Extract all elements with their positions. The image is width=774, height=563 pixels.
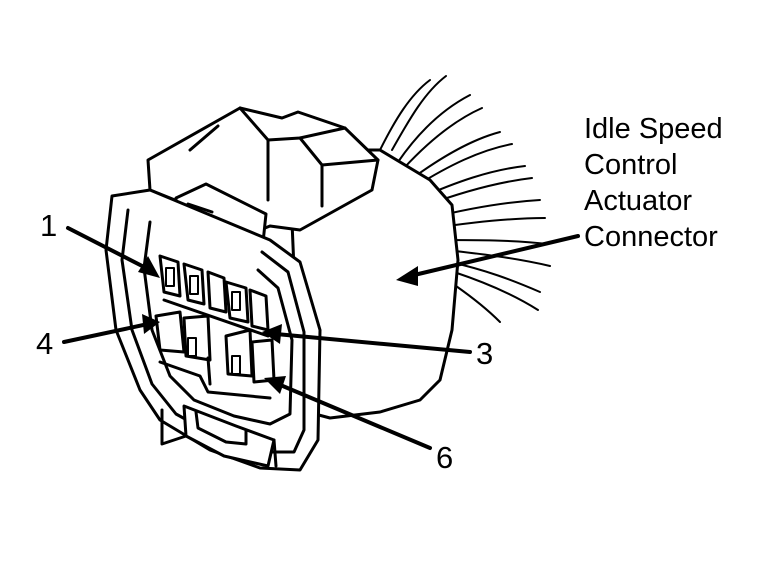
body-arrowhead-icon [396, 266, 418, 286]
pin-1-callout-line [66, 226, 152, 272]
title-line-2: Control [584, 149, 678, 181]
pin-4-label: 4 [36, 326, 53, 361]
connector-title: Idle Speed Control Actuator Connector [584, 113, 723, 253]
pin-cavities [154, 254, 276, 400]
pin-6-label: 6 [436, 440, 453, 475]
title-line-3: Actuator [584, 185, 692, 217]
title-line-4: Connector [584, 221, 718, 253]
pin-3-arrowhead-icon [262, 324, 282, 344]
body-callout-line [408, 234, 580, 278]
pin-1-arrowhead-icon [138, 256, 160, 278]
pin-1-label: 1 [40, 208, 57, 243]
pin-6-arrowhead-icon [264, 376, 286, 394]
pin-4-arrowhead-icon [142, 314, 160, 334]
connector-face [104, 188, 322, 472]
pin-3-label: 3 [476, 336, 493, 371]
pin-3-callout-line [274, 332, 472, 354]
pin-4-callout-line [62, 322, 150, 344]
title-line-1: Idle Speed [584, 113, 723, 145]
callout-arrows [62, 226, 580, 450]
pin-6-callout-line [276, 382, 432, 450]
